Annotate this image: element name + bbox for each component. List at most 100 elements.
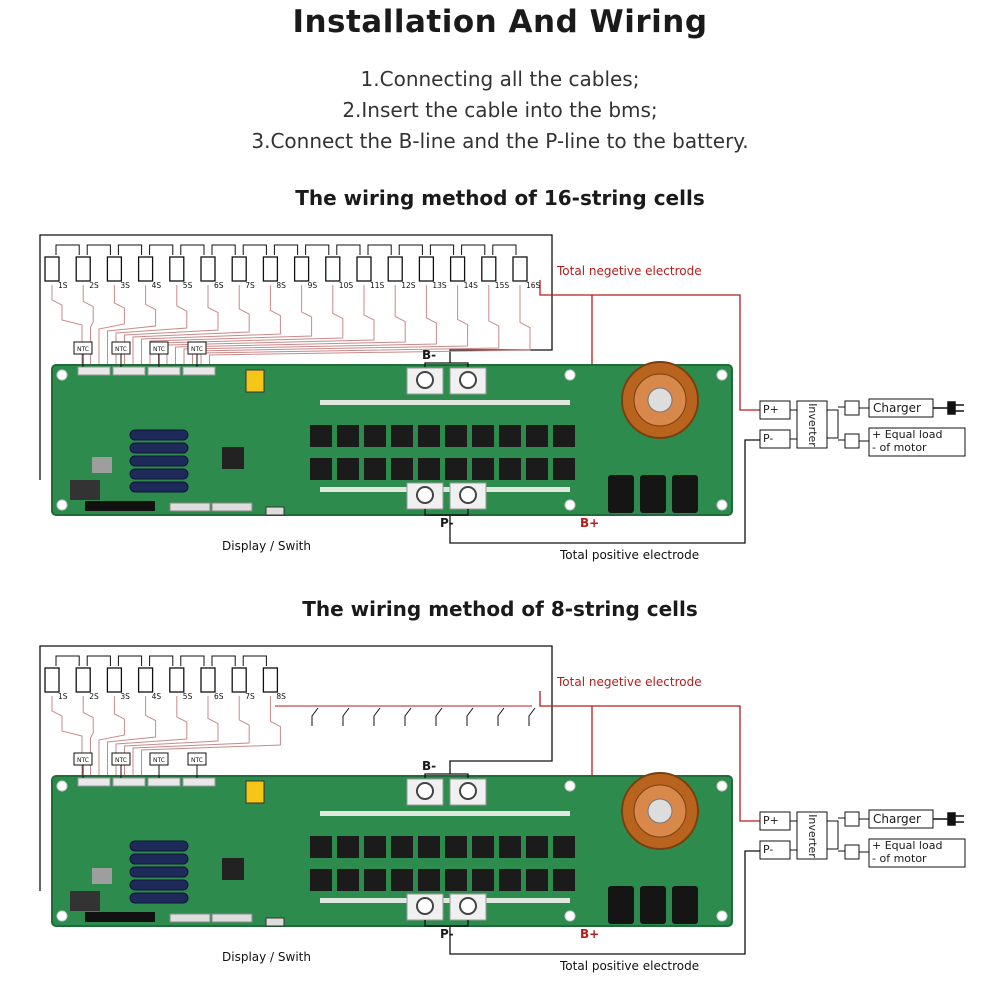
sense-wire [124, 696, 219, 778]
sense-wire [107, 696, 157, 778]
balance-connector [112, 366, 146, 376]
ntc-sensor: NTC [187, 341, 207, 367]
mosfet [364, 836, 386, 858]
total-negative-label: Total negetive electrode [557, 264, 702, 278]
cell-label: 3S [120, 281, 130, 290]
cell-label: 2S [89, 281, 99, 290]
toroid-inductor [621, 361, 699, 439]
diagram-8s-title: The wiring method of 8-string cells [302, 597, 698, 621]
output-block [759, 809, 966, 868]
cell-label: 1S [58, 281, 68, 290]
charger-switch [844, 811, 860, 827]
cell-link-wire [117, 655, 143, 666]
capacitor [129, 866, 189, 878]
yellow-connector [245, 369, 265, 393]
power-terminal [406, 893, 444, 921]
balance-connector [112, 777, 146, 787]
inverter-box [796, 400, 828, 449]
mosfet [526, 458, 548, 480]
cell-link-wire [273, 244, 299, 255]
bulk-capacitor [608, 475, 634, 513]
sense-wire [51, 285, 83, 367]
cell-label: 9S [308, 281, 318, 290]
sense-wire [82, 285, 94, 367]
connector [211, 502, 253, 512]
cell: 13S [418, 256, 447, 290]
unused-wire [373, 707, 381, 726]
mounting-hole [716, 499, 728, 511]
display-switch-label: Display / Swith [222, 950, 311, 964]
ntc-sensor: NTC [149, 341, 169, 367]
mosfet [337, 425, 359, 447]
cell: 3S [106, 256, 130, 290]
mosfet [418, 836, 440, 858]
mounting-hole [56, 369, 68, 381]
mosfet [526, 425, 548, 447]
mosfet [337, 869, 359, 891]
cell-label: 4S [152, 692, 162, 701]
p-minus-label: P- [440, 516, 454, 530]
bulk-capacitor [672, 886, 698, 924]
cell-link-wire [149, 244, 174, 255]
sense-wire [141, 285, 281, 367]
component [92, 868, 112, 884]
load-switch [844, 433, 860, 449]
cell-link-wire [242, 655, 267, 666]
bus-bar [320, 400, 570, 405]
cell: 11S [356, 256, 385, 290]
mosfet [553, 869, 575, 891]
step-2: 2.Insert the cable into the bms; [342, 98, 658, 122]
cell: 4S [137, 256, 161, 290]
cell-link-wire [86, 244, 111, 255]
pin-header [85, 912, 155, 922]
cell-label: 14S [464, 281, 479, 290]
mosfet [553, 458, 575, 480]
output-block [759, 398, 966, 457]
cell-link-wire [461, 244, 486, 255]
ntc-label: NTC [191, 346, 203, 353]
positive-electrode-wire [449, 850, 760, 955]
sense-wire [124, 285, 219, 367]
inverter-box [796, 811, 828, 860]
b-minus-bracket [424, 362, 469, 367]
pin-header [85, 501, 155, 511]
balance-connector [182, 366, 216, 376]
component [92, 457, 112, 473]
ntc-sensor: NTC [111, 341, 131, 367]
display-connector [265, 506, 285, 516]
cell-link-wire [211, 244, 236, 255]
load-line1-label: + Equal load [872, 839, 943, 852]
capacitor [129, 879, 189, 891]
mosfet [445, 869, 467, 891]
cell: 1S [44, 256, 68, 290]
ntc-label: NTC [115, 757, 127, 764]
sense-wire [82, 696, 94, 778]
mosfet [364, 869, 386, 891]
mosfet [472, 869, 494, 891]
cell: 4S [137, 667, 162, 701]
mcu-chip [222, 858, 244, 880]
b-minus-label: B- [422, 348, 437, 362]
cell-label: 15S [495, 281, 510, 290]
ntc-sensor: NTC [73, 341, 93, 367]
unused-wire [404, 707, 412, 726]
mounting-hole [56, 780, 68, 792]
cell: 3S [106, 667, 130, 701]
negative-electrode-wire [539, 280, 760, 411]
cell-link-wire [429, 244, 455, 255]
balance-connector [147, 777, 181, 787]
cell-label: 8S [276, 692, 286, 701]
page-title: Installation And Wiring [292, 4, 708, 40]
mosfet [337, 458, 359, 480]
mosfet [418, 458, 440, 480]
power-terminal [449, 367, 487, 395]
ntc-sensor: NTC [111, 752, 131, 778]
cell-link-wire [398, 244, 423, 255]
sense-wire [183, 285, 437, 367]
inverter-label: Inverter [806, 403, 819, 447]
mosfet [472, 425, 494, 447]
power-terminal [449, 893, 487, 921]
b-minus-wire [39, 645, 553, 891]
cell-link-wire [180, 655, 205, 666]
